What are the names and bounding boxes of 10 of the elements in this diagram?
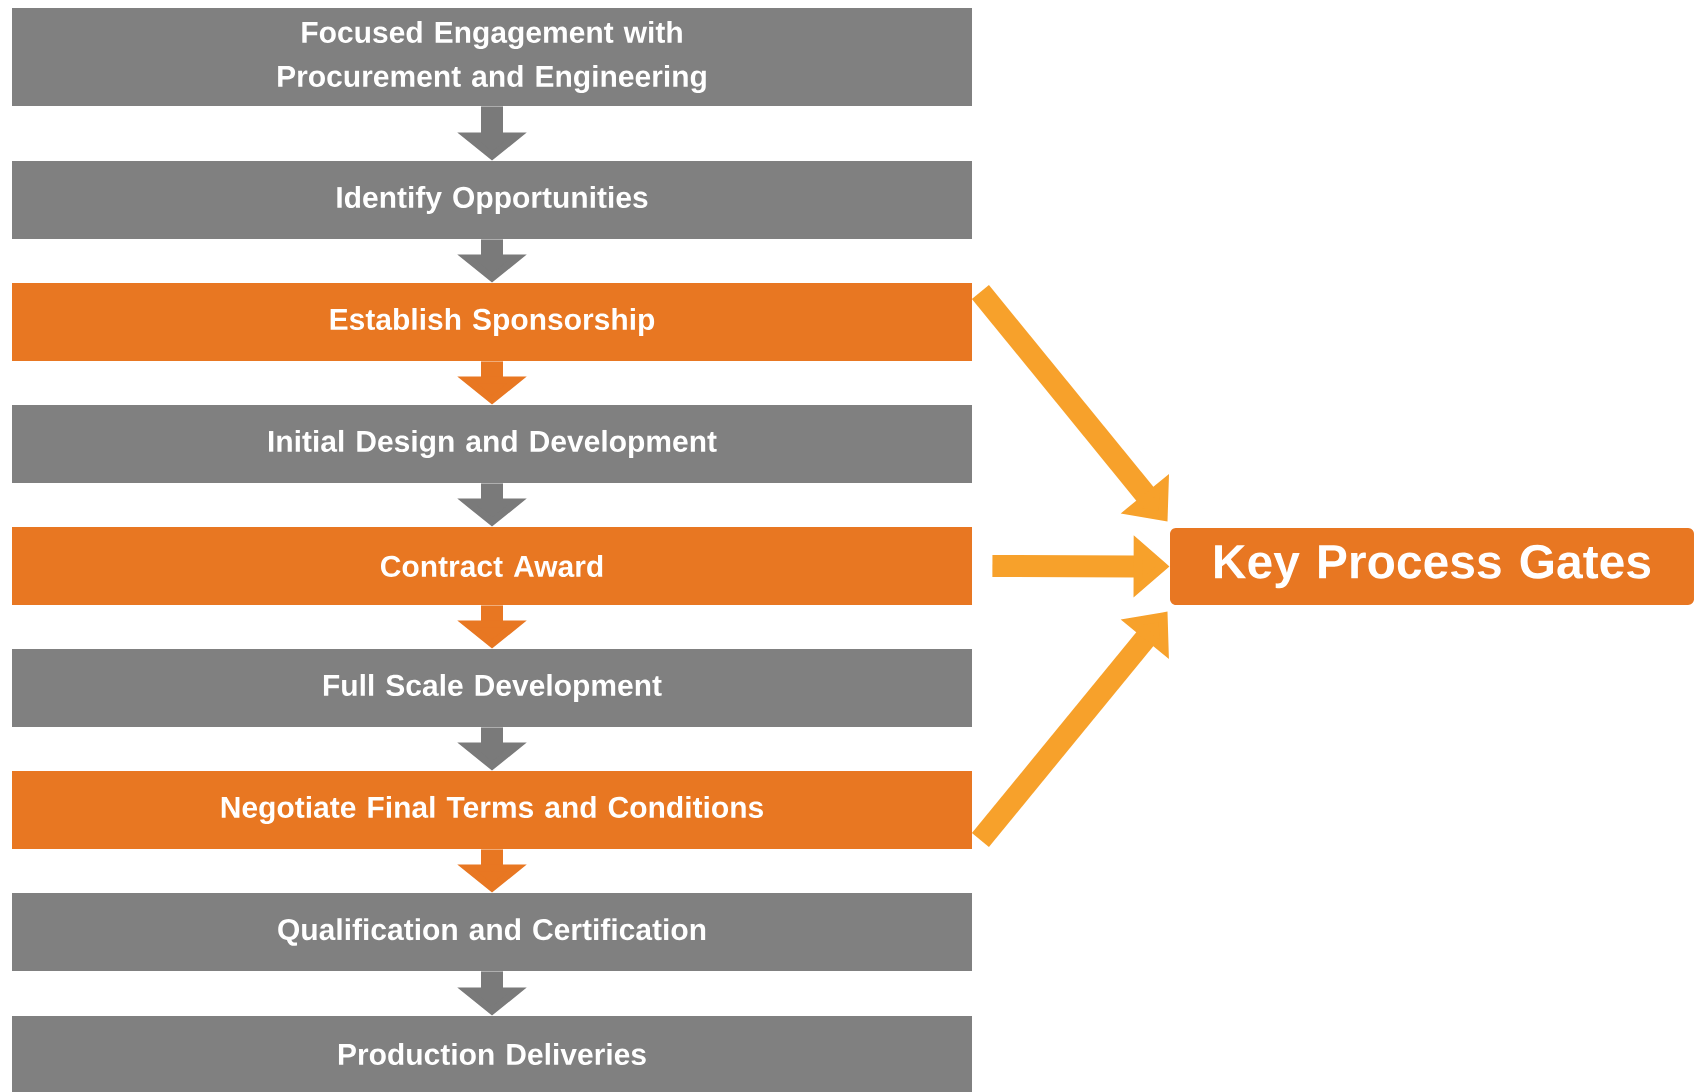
process-box: Initial Design and Development xyxy=(12,405,972,483)
process-box: Focused Engagement with Procurement and Engineering xyxy=(12,8,972,106)
process-box: Qualification and Certification xyxy=(12,893,972,971)
process-box: Negotiate Final Terms and Conditions xyxy=(12,771,972,849)
process-box: Identify Opportunities xyxy=(12,161,972,239)
process-box: Production Deliveries xyxy=(12,1016,972,1092)
process-box: Full Scale Development xyxy=(12,649,972,727)
process-box: Establish Sponsorship xyxy=(12,283,972,361)
process-box: Contract Award xyxy=(12,527,972,605)
gate-label-box: Key Process Gates xyxy=(1170,528,1694,605)
